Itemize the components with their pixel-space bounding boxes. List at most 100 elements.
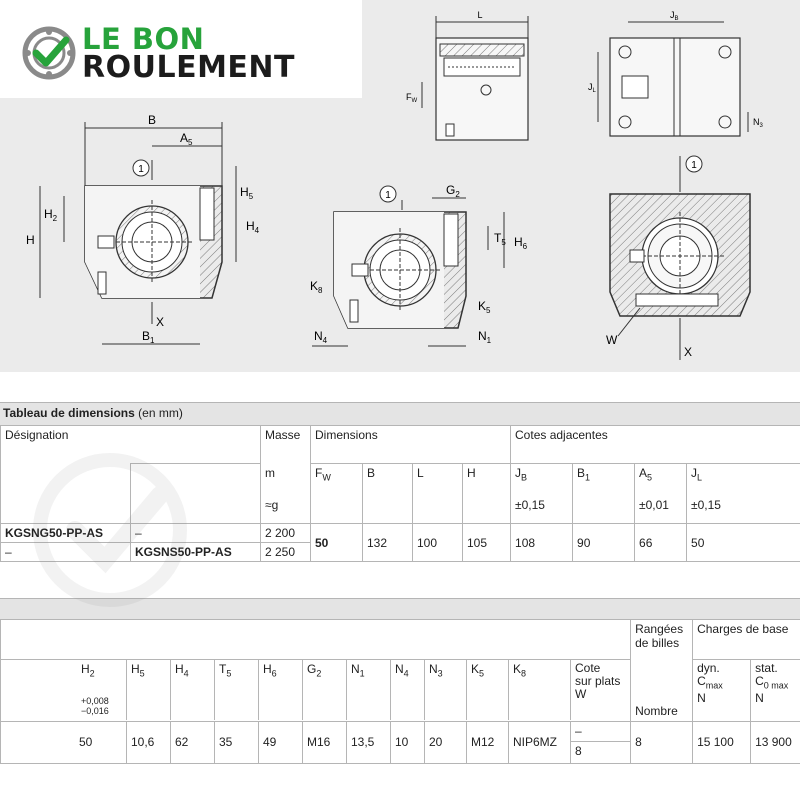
logo-line-2: ROULEMENT xyxy=(82,50,295,85)
top-center-drawing: L FW xyxy=(406,10,529,141)
label-JL-sub: L xyxy=(593,88,597,94)
header-N4-sub: 4 xyxy=(403,668,409,679)
value-W-top: – xyxy=(571,722,631,742)
header-T5-sub: 5 xyxy=(226,668,232,679)
header-N1-sub: 1 xyxy=(359,668,365,679)
value-H: 105 xyxy=(461,523,512,562)
svg-text:N4: N4 xyxy=(314,329,328,345)
svg-text:N3: N3 xyxy=(753,117,764,129)
label-H5: H xyxy=(240,185,249,199)
label-H2-sub: 2 xyxy=(53,214,58,223)
value-H2: 50 xyxy=(0,720,127,764)
header-H2-sub: 2 xyxy=(89,668,95,679)
header-rangees: Rangées xyxy=(635,622,684,636)
label-W: W xyxy=(606,333,618,347)
tolerance-H2-plus: +0,008 xyxy=(81,696,109,706)
label-JB-sub: B xyxy=(675,16,679,22)
header-H4-sub: 4 xyxy=(183,668,189,679)
header-K5: K xyxy=(471,662,480,676)
header-K8-sub: 8 xyxy=(521,668,527,679)
label-H6: H xyxy=(514,235,523,249)
value-dyn: 15 100 xyxy=(692,720,752,764)
value-N4: 10 xyxy=(390,720,425,764)
header-H6: H xyxy=(263,662,272,676)
designation-1: – xyxy=(0,542,131,562)
svg-text:H2: H2 xyxy=(44,207,58,223)
header-sur-plats: sur plats xyxy=(575,674,621,688)
tolerance-JL: ±0,15 xyxy=(686,495,800,524)
header-dimensions: Dimensions xyxy=(309,425,512,464)
header-cmax-sub: max xyxy=(705,680,723,691)
top-right-drawing: JB JL N3 xyxy=(588,10,764,137)
value-K8: NIP6MZ xyxy=(508,720,571,764)
svg-text:H6: H6 xyxy=(514,235,528,251)
header-m: m xyxy=(260,463,311,496)
header-N3-sub: 3 xyxy=(437,668,443,679)
header-H5-sub: 5 xyxy=(139,668,145,679)
header-B1: B xyxy=(577,466,586,480)
header-W: W xyxy=(575,687,587,701)
label-N3: N xyxy=(753,117,760,127)
header-G2-sub: 2 xyxy=(316,668,322,679)
header-K8: K xyxy=(513,662,522,676)
header-charges: Charges de base xyxy=(692,619,800,660)
header-c0max-sub: 0 max xyxy=(763,680,789,691)
header-A5: A xyxy=(639,466,648,480)
logo: LE BON ROULEMENT xyxy=(0,0,362,98)
unit-N-dyn: N xyxy=(697,691,706,706)
header-T5: T xyxy=(219,662,227,676)
header-designation: Désignation xyxy=(0,425,261,464)
svg-text:K5: K5 xyxy=(478,299,491,315)
value-K5: M12 xyxy=(466,720,509,764)
svg-text:T5: T5 xyxy=(494,231,506,247)
value-JL: 50 xyxy=(686,523,800,562)
header-L: L xyxy=(412,463,463,496)
value-N3: 20 xyxy=(424,720,467,764)
value-JB: 108 xyxy=(510,523,574,562)
designation-1: KGSNG50-PP-AS xyxy=(0,523,131,543)
value-T5: 35 xyxy=(214,720,259,764)
header-JL-sub: L xyxy=(697,472,703,483)
label-H4-sub: 4 xyxy=(255,226,260,235)
header-dyn: dyn. xyxy=(697,661,720,675)
label-K5-sub: 5 xyxy=(486,306,491,315)
label-N4: N xyxy=(314,329,323,343)
header-JB: J xyxy=(515,466,522,480)
unit-N-stat: N xyxy=(755,691,764,706)
header-N3: N xyxy=(429,662,438,676)
svg-text:B1: B1 xyxy=(142,329,155,345)
svg-text:FW: FW xyxy=(406,92,418,104)
tolerance-A5: ±0,01 xyxy=(634,495,688,524)
table1: Désignation Masse Dimensions Cotes adjac… xyxy=(0,425,800,562)
header-FW-sub: W xyxy=(322,472,331,483)
label-G2-sub: 2 xyxy=(455,190,460,199)
table1-title: Tableau de dimensions xyxy=(3,406,135,420)
svg-text:H4: H4 xyxy=(246,219,260,235)
label-B: B xyxy=(148,113,156,127)
label-H5-sub: 5 xyxy=(249,192,254,201)
label-H4: H xyxy=(246,219,255,233)
svg-text:H5: H5 xyxy=(240,185,254,201)
drawings-svg: L FW JB JL N3 xyxy=(26,10,764,360)
label-H2: H xyxy=(44,207,53,221)
label-N4-sub: 4 xyxy=(323,336,328,345)
table1-title-bar: Tableau de dimensions (en mm) xyxy=(0,402,800,426)
table-row: 50 10,6 62 35 49 M16 13,5 10 20 M12 NIP6… xyxy=(0,720,800,764)
value-FW: 50 xyxy=(310,523,363,562)
header-H4: H xyxy=(175,662,184,676)
header-H2: H xyxy=(81,662,90,676)
value-stat: 13 900 xyxy=(750,720,800,764)
header-masse: Masse xyxy=(260,425,311,464)
header-K5-sub: 5 xyxy=(479,668,485,679)
technical-drawings: L FW JB JL N3 xyxy=(0,0,800,372)
svg-text:G2: G2 xyxy=(446,183,460,199)
header-FW: F xyxy=(315,466,323,480)
svg-text:K8: K8 xyxy=(310,279,323,295)
header-JB-sub: B xyxy=(521,472,528,483)
label-H: H xyxy=(26,233,35,247)
header-G2: G xyxy=(307,662,317,676)
header-B: B xyxy=(362,463,413,496)
header-nombre: Nombre xyxy=(635,704,678,718)
value-A5: 66 xyxy=(634,523,688,562)
